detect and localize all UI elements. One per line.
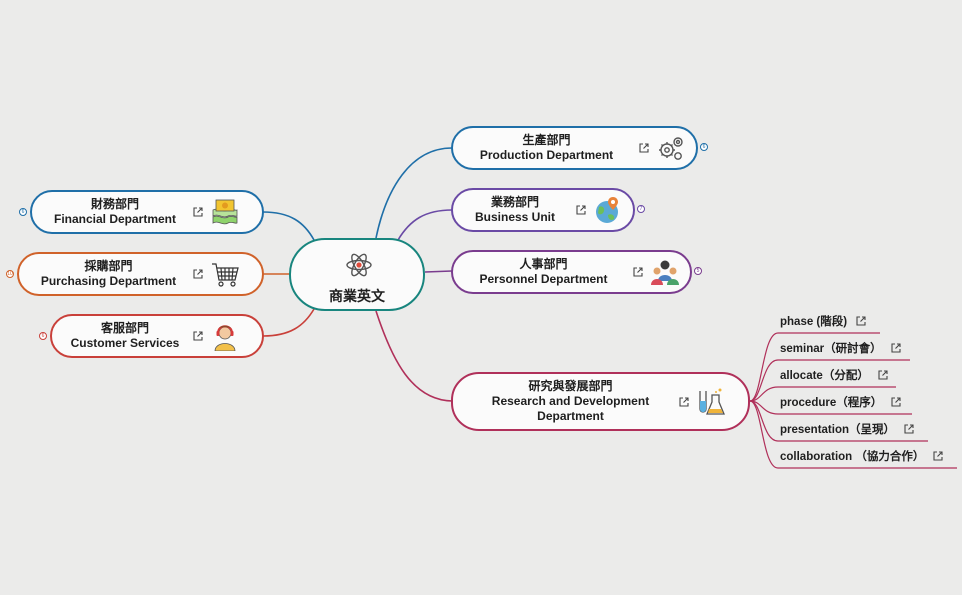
financial-zh: 財務部門 <box>90 197 139 211</box>
branch-personnel[interactable]: 人事部門 Personnel Department <box>451 250 692 294</box>
branch-financial[interactable]: 財務部門 Financial Department <box>30 190 264 234</box>
headset-agent-icon <box>214 325 236 351</box>
external-link-icon[interactable] <box>632 266 644 278</box>
leaf-phase[interactable]: phase (階段) <box>780 309 873 333</box>
link-personnel <box>424 270 453 273</box>
rnd-zh: 研究與發展部門 <box>528 379 613 393</box>
leaf-link-5 <box>749 400 928 442</box>
cart-icon <box>212 263 239 287</box>
external-link-icon[interactable] <box>877 369 889 381</box>
central-topic-title: 商業英文 <box>329 288 385 304</box>
external-link-icon[interactable] <box>678 396 690 408</box>
collapse-badge[interactable]: 6 <box>700 143 708 151</box>
external-link-icon[interactable] <box>890 342 902 354</box>
leaf-label: phase (階段) <box>780 316 848 328</box>
leaf-presentation[interactable]: presentation（呈現） <box>780 417 921 441</box>
leaf-seminar[interactable]: seminar（研討會） <box>780 336 908 360</box>
external-link-icon[interactable] <box>192 330 204 342</box>
business-en: Business Unit <box>474 210 555 224</box>
flask-icon <box>699 388 725 415</box>
leaf-label: seminar（研討會） <box>780 343 882 355</box>
globe-pin-icon <box>596 197 618 223</box>
leaf-link-6 <box>749 400 957 469</box>
link-production <box>375 147 453 239</box>
external-link-icon[interactable] <box>903 423 915 435</box>
external-link-icon[interactable] <box>932 450 944 462</box>
central-topic[interactable]: 商業英文 <box>289 238 425 311</box>
atom-icon <box>346 253 372 277</box>
purchasing-en: Purchasing Department <box>40 274 177 288</box>
leaf-label: collaboration （協力合作） <box>780 451 925 463</box>
collapse-badge[interactable]: 6 <box>19 208 27 216</box>
external-link-icon[interactable] <box>890 396 902 408</box>
link-business <box>397 209 453 241</box>
gears-icon <box>659 137 683 160</box>
leaf-collaboration[interactable]: collaboration （協力合作） <box>780 444 950 468</box>
customer-zh: 客服部門 <box>100 321 149 335</box>
branch-purchasing[interactable]: 採購部門 Purchasing Department <box>17 252 264 296</box>
branch-customer[interactable]: 客服部門 Customer Services <box>50 314 264 358</box>
leaf-label: procedure（程序） <box>780 397 883 409</box>
collapse-badge[interactable]: 7 <box>637 205 645 213</box>
external-link-icon[interactable] <box>192 206 204 218</box>
collapse-badge[interactable]: 5 <box>694 267 702 275</box>
branch-rnd[interactable]: 研究與發展部門 Research and Development Departm… <box>451 372 750 431</box>
leaf-procedure[interactable]: procedure（程序） <box>780 390 908 414</box>
link-customer <box>262 308 315 337</box>
leaf-label: allocate（分配） <box>780 370 869 382</box>
external-link-icon[interactable] <box>192 268 204 280</box>
customer-en: Customer Services <box>70 336 180 350</box>
branch-production[interactable]: 生產部門 Production Department <box>451 126 698 170</box>
rnd-en-line1: Research and Development <box>491 394 650 408</box>
branch-business[interactable]: 業務部門 Business Unit <box>451 188 635 232</box>
personnel-zh: 人事部門 <box>519 257 568 271</box>
collapse-badge[interactable]: 10 <box>6 270 14 278</box>
personnel-en: Personnel Department <box>479 272 608 286</box>
link-rnd <box>375 310 453 402</box>
leaf-label: presentation（呈現） <box>780 424 896 436</box>
external-link-icon[interactable] <box>855 315 867 327</box>
money-icon <box>212 199 238 225</box>
leaf-allocate[interactable]: allocate（分配） <box>780 363 895 387</box>
collapse-badge[interactable]: 6 <box>39 332 47 340</box>
purchasing-zh: 採購部門 <box>84 259 133 273</box>
leaf-link-3 <box>749 386 896 402</box>
external-link-icon[interactable] <box>638 142 650 154</box>
leaf-link-1 <box>749 332 880 402</box>
people-icon <box>651 260 679 285</box>
rnd-en-line2: Department <box>537 409 604 423</box>
production-en: Production Department <box>479 148 614 162</box>
financial-en: Financial Department <box>53 212 177 226</box>
link-financial <box>262 211 315 241</box>
business-zh: 業務部門 <box>490 195 539 209</box>
leaf-link-2 <box>749 359 910 402</box>
production-zh: 生產部門 <box>522 133 571 147</box>
external-link-icon[interactable] <box>575 204 587 216</box>
